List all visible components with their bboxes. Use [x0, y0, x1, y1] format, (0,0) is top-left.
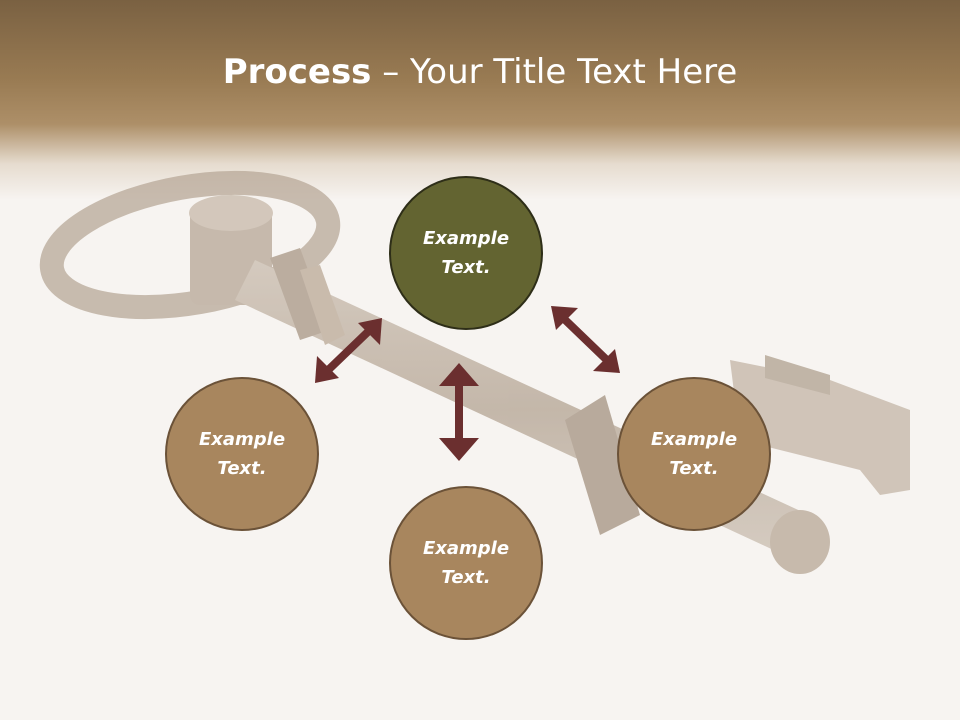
title-rest: – Your Title Text Here [371, 52, 738, 92]
double-headed-arrow-icon [315, 318, 382, 383]
node-right-label: Example Text. [650, 429, 738, 479]
header-band [0, 0, 960, 200]
slide-title: Process – Your Title Text Here [0, 52, 960, 92]
double-headed-arrow-icon [551, 306, 620, 373]
node-bottom[interactable]: Example Text. [389, 486, 543, 640]
node-bottom-label: Example Text. [422, 538, 510, 588]
double-headed-arrow-icon [439, 363, 479, 461]
title-bold: Process [222, 52, 372, 92]
node-right[interactable]: Example Text. [617, 377, 771, 531]
node-top-label: Example Text. [422, 228, 510, 278]
node-left[interactable]: Example Text. [165, 377, 319, 531]
node-left-label: Example Text. [198, 429, 286, 479]
node-top[interactable]: Example Text. [389, 176, 543, 330]
